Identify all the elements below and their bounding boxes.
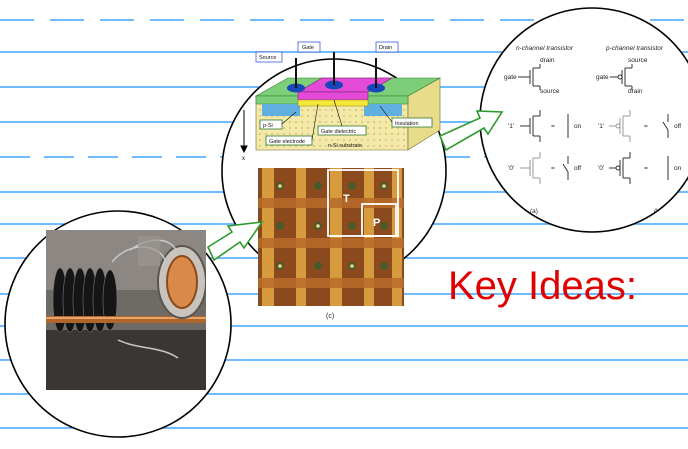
label-t: T — [343, 193, 350, 205]
p-equals-0: = — [644, 165, 648, 172]
p-channel-title: p-channel transistor — [605, 45, 664, 52]
axis-label: x — [242, 156, 245, 162]
vacuum-tube-apparatus-photo — [46, 230, 206, 390]
p-drain-label: drain — [628, 88, 643, 95]
n-channel-title: n-channel transistor — [516, 45, 574, 52]
p-source-label: source — [628, 57, 648, 64]
p-input-one: '1' — [598, 123, 604, 130]
n-input-zero: '0' — [508, 165, 514, 172]
key-ideas-heading: Key Ideas: — [448, 264, 637, 309]
p-equals-1: = — [644, 123, 648, 130]
label-gate-dielectric: Gate dielectric — [321, 129, 356, 135]
label-insulation: Insulation — [395, 121, 419, 127]
n-equals-1: = — [551, 123, 555, 130]
n-gate-label: gate — [504, 74, 517, 81]
label-source: Source — [259, 55, 276, 61]
p-input-zero: '0' — [598, 165, 604, 172]
label-substrate: n-Si substrate — [328, 143, 362, 149]
p-gate-label: gate — [596, 74, 609, 81]
micrograph-caption: (c) — [326, 313, 334, 320]
label-p-si: p-Si — [263, 123, 273, 129]
p-state-off: off — [674, 123, 681, 130]
caption-a: (a) — [530, 208, 538, 215]
label-gate-electrode: Gate electrode — [269, 139, 305, 145]
n-drain-label: drain — [540, 57, 555, 64]
n-state-on: on — [574, 123, 582, 130]
p-state-on: on — [674, 165, 682, 172]
mosfet-panel: x — [222, 42, 446, 320]
label-gate: Gate — [302, 45, 314, 51]
n-source-label: source — [540, 88, 560, 95]
n-state-off: off — [574, 165, 581, 172]
chip-micrograph: T P (c) — [258, 168, 404, 320]
n-equals-0: = — [551, 165, 555, 172]
transistor-switch-panel: n-channel transistor drain gate source '… — [480, 8, 688, 232]
n-input-one: '1' — [508, 123, 514, 130]
label-drain: Drain — [379, 45, 392, 51]
photo-panel — [5, 211, 231, 437]
label-p: P — [373, 217, 380, 229]
